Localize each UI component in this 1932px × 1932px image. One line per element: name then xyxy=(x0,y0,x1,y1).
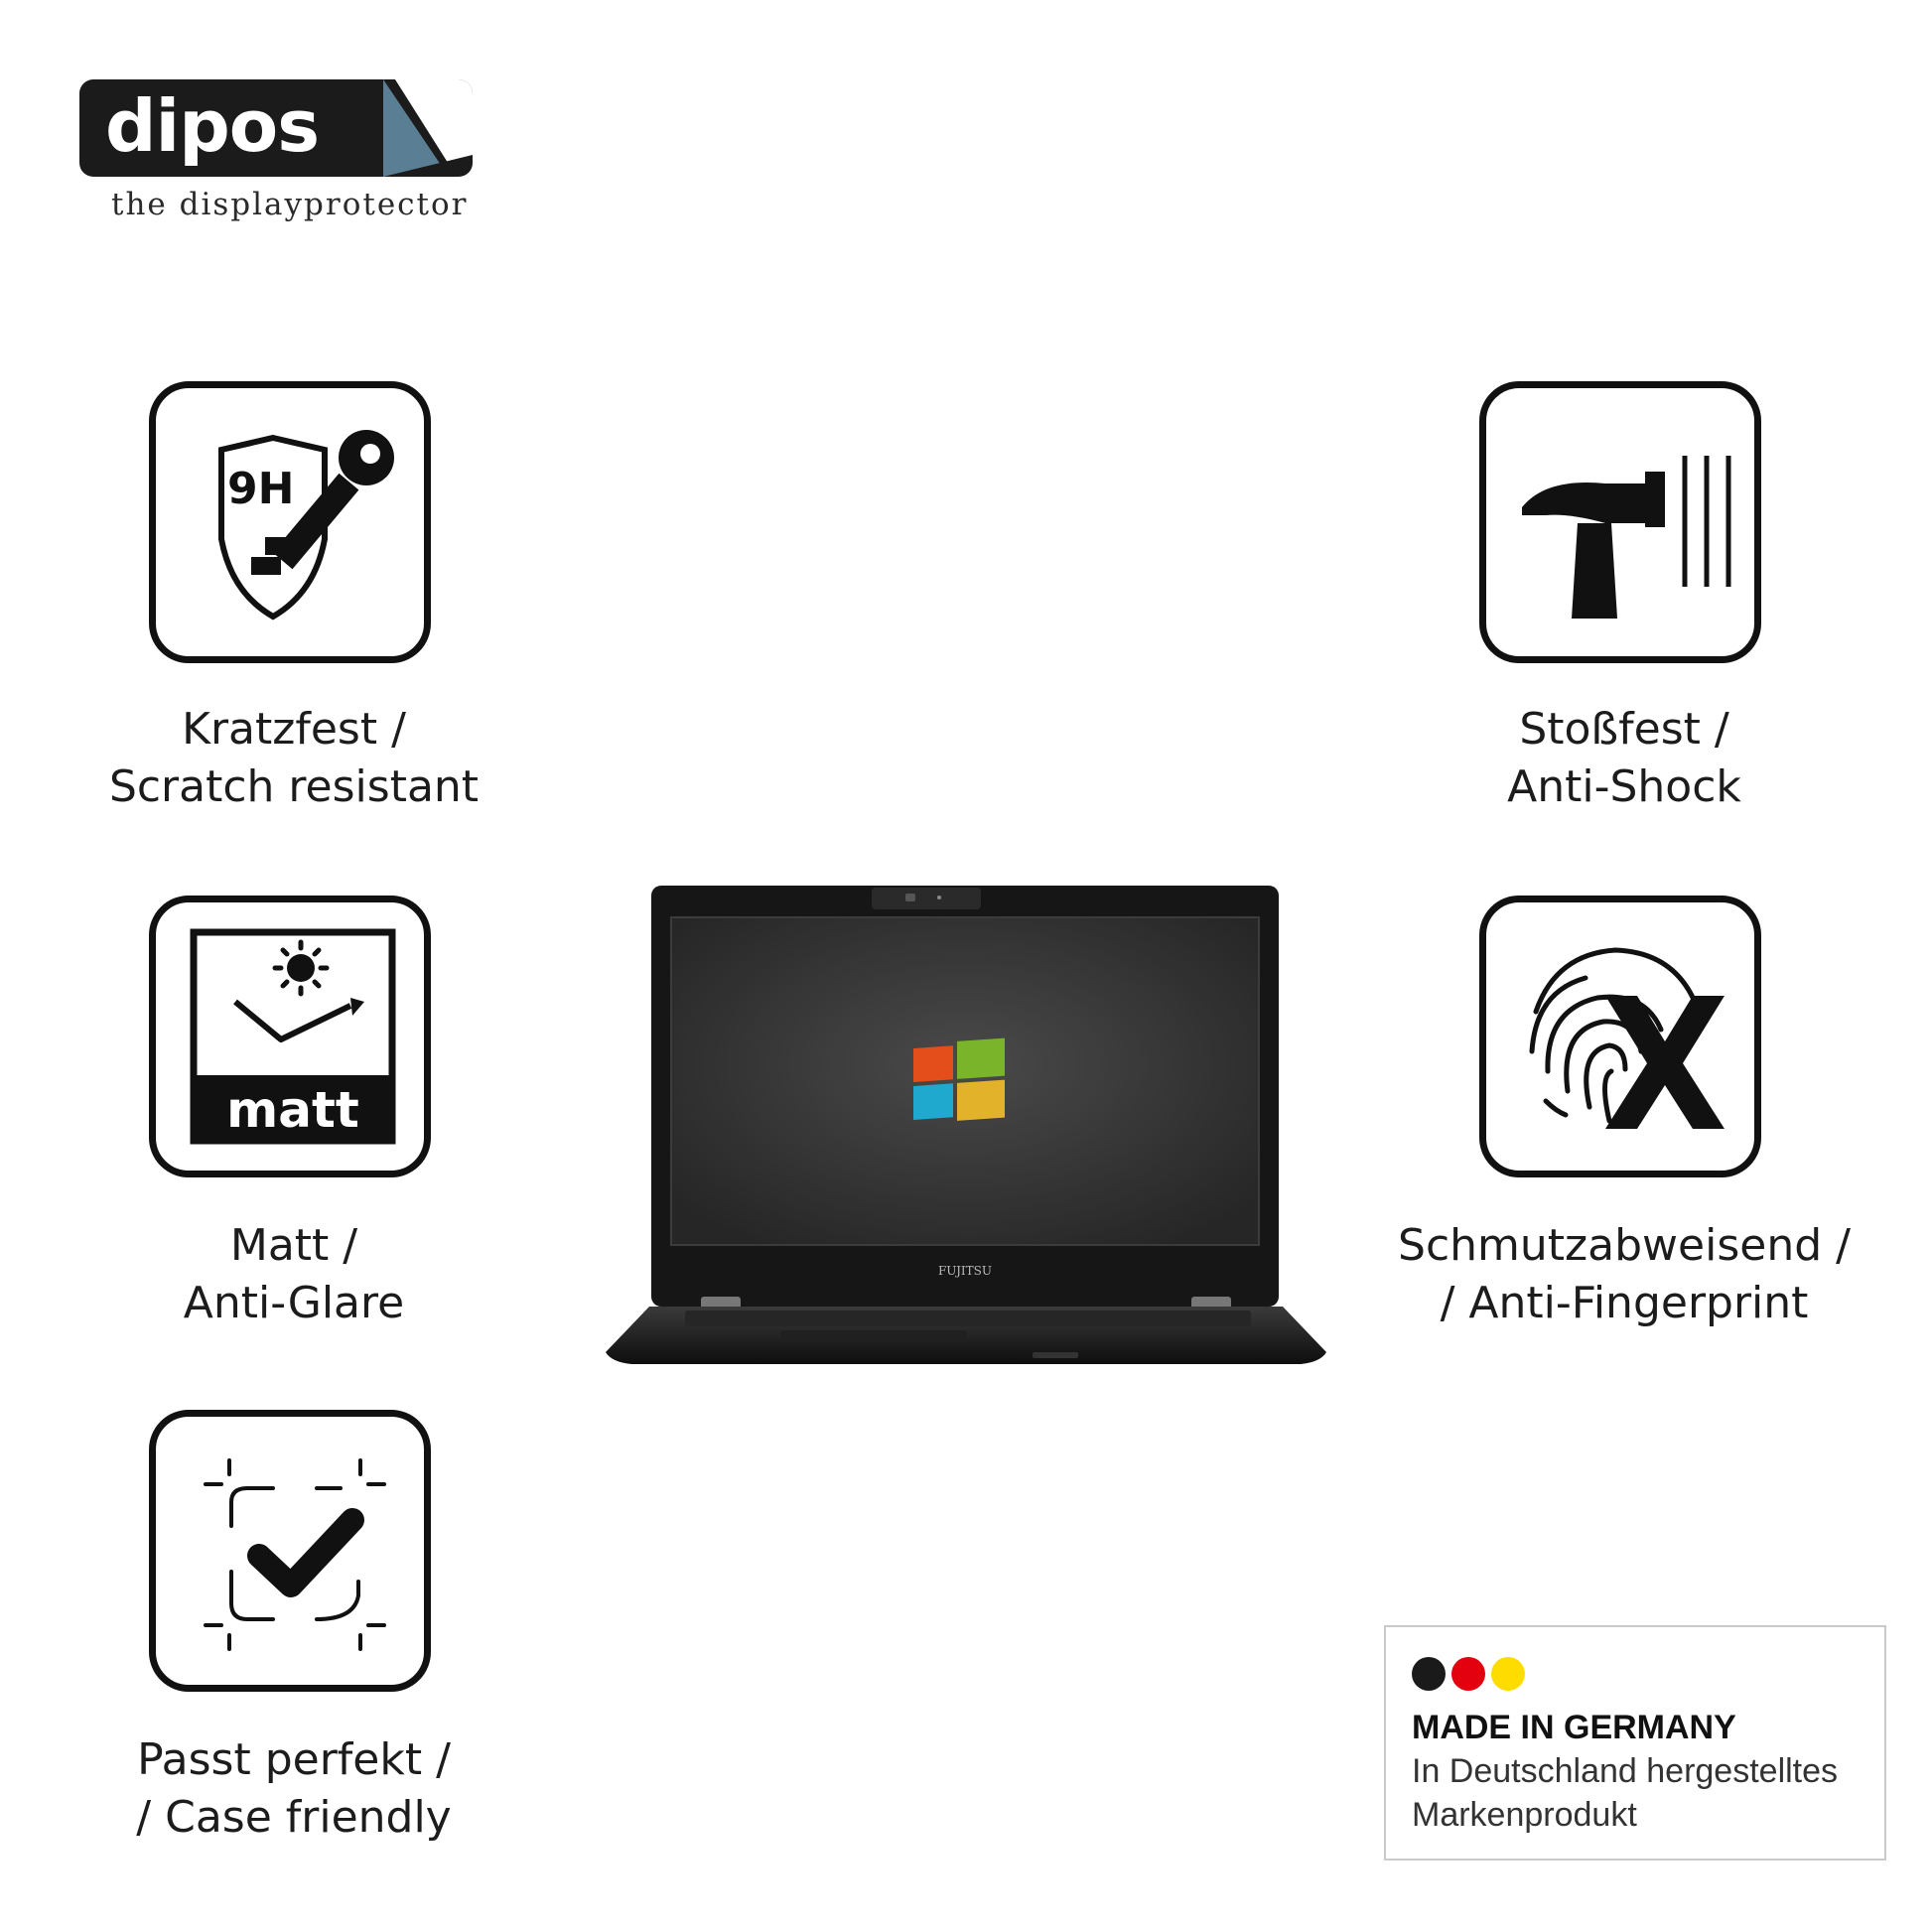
made-in-germany-line1: In Deutschland hergestelltes xyxy=(1412,1752,1839,1790)
windows-logo-icon xyxy=(913,1037,1005,1121)
check-frame-icon xyxy=(204,1458,386,1651)
feature-caption-anti-shock: Stoßfest / Anti-Shock xyxy=(1507,704,1741,812)
flag-dot-black xyxy=(1412,1657,1446,1691)
made-in-germany-title: MADE IN GERMANY xyxy=(1412,1709,1736,1746)
logo-peel-icon xyxy=(383,79,473,177)
flag-dot-red xyxy=(1451,1657,1485,1691)
scratch-resistant-badge: 9H xyxy=(149,381,431,663)
case-friendly-badge xyxy=(149,1410,431,1692)
feature-caption-scratch: Kratzfest / Scratch resistant xyxy=(108,704,480,812)
brand-logo: dipos the displayprotector xyxy=(79,79,477,238)
fingerprint-x-icon xyxy=(1529,947,1725,1129)
anti-shock-badge xyxy=(1479,381,1761,663)
matt-sun-icon: matt xyxy=(190,928,396,1145)
shield-9h-label: 9H xyxy=(227,464,294,514)
laptop-brand-label: FUJITSU xyxy=(938,1264,992,1278)
anti-glare-badge: matt xyxy=(149,896,431,1177)
made-in-germany-line2: Markenprodukt xyxy=(1412,1796,1637,1834)
logo-badge: dipos xyxy=(79,79,473,177)
shield-9h-key-icon: 9H xyxy=(218,430,394,621)
matt-label: matt xyxy=(226,1081,359,1139)
logo-wordmark: dipos xyxy=(105,84,320,168)
laptop-image: FUJITSU xyxy=(606,886,1326,1364)
hammer-icon xyxy=(1522,456,1731,619)
anti-fingerprint-badge xyxy=(1479,896,1761,1177)
made-in-germany-badge: MADE IN GERMANY In Deutschland hergestel… xyxy=(1384,1625,1886,1861)
flag-dot-gold xyxy=(1491,1657,1525,1691)
feature-caption-anti-fingerprint: Schmutzabweisend / / Anti-Fingerprint xyxy=(1398,1220,1851,1328)
feature-caption-anti-glare: Matt / Anti-Glare xyxy=(183,1220,405,1328)
logo-tagline: the displayprotector xyxy=(111,187,469,222)
feature-caption-case-friendly: Passt perfekt / / Case friendly xyxy=(136,1734,452,1843)
